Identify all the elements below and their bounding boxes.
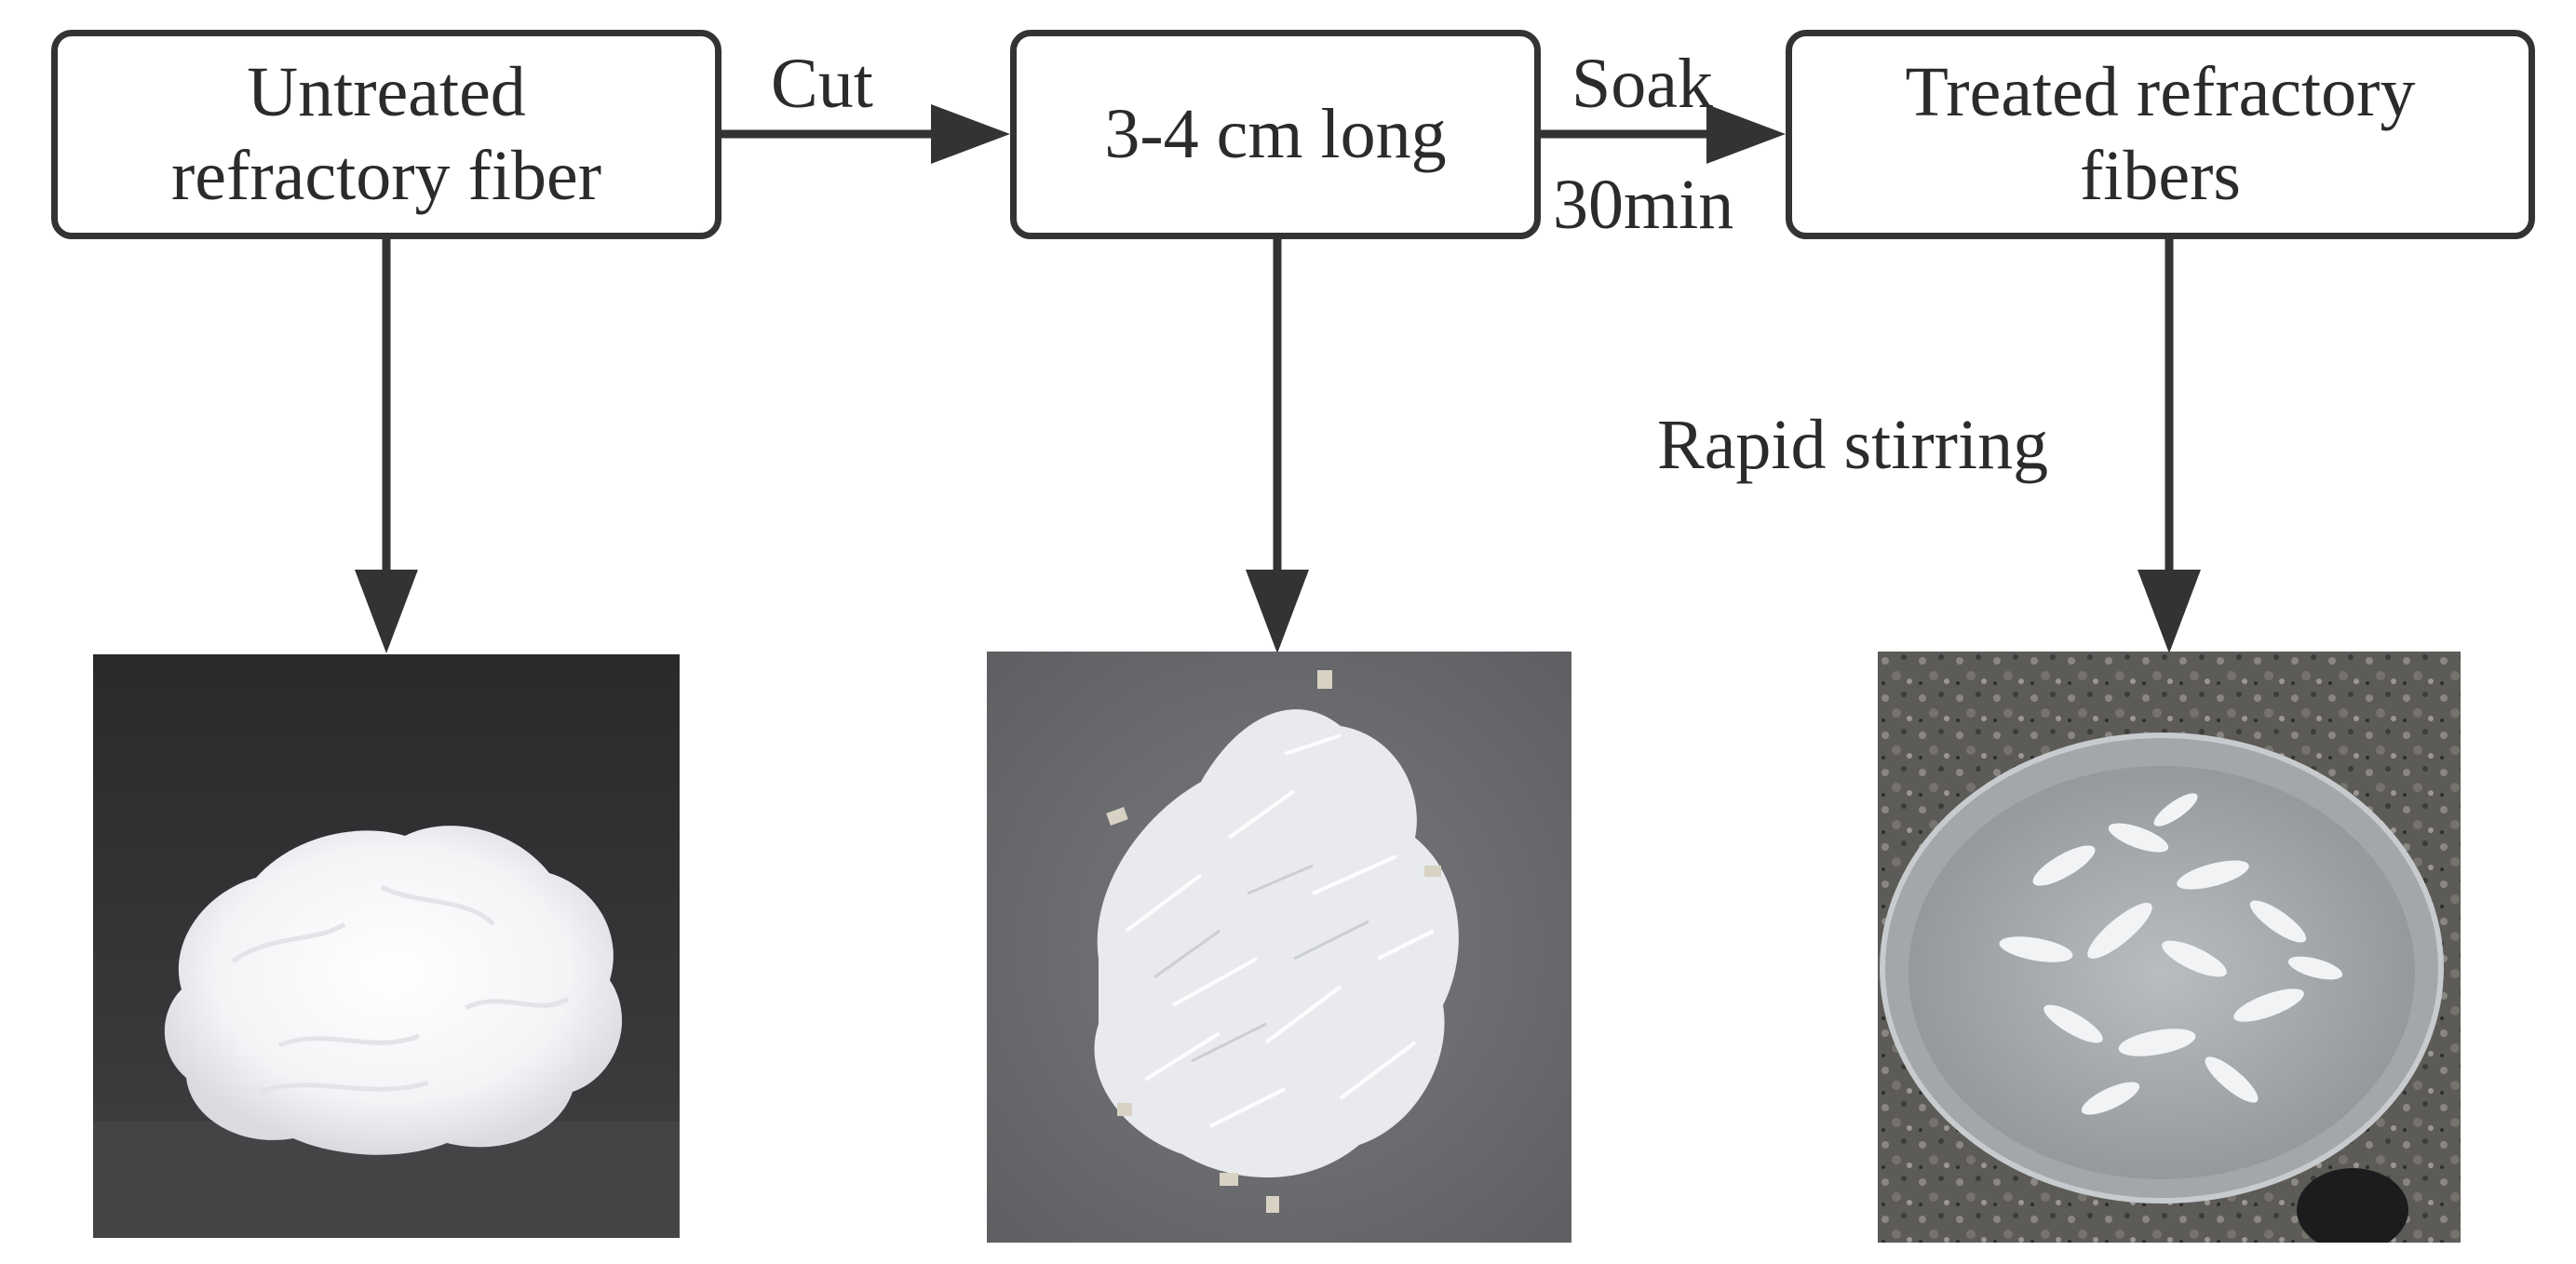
cut-length-line1: 3-4 cm long: [1104, 94, 1447, 173]
arrow-down-2-head: [1246, 570, 1309, 653]
arrow-soak-head: [1706, 104, 1786, 164]
untreated-fiber-box: Untreated refractory fiber: [51, 30, 722, 239]
untreated-fiber-line2: refractory fiber: [170, 136, 601, 215]
treated-fiber-box: Treated refractory fibers: [1786, 30, 2535, 239]
rapid-stirring-label: Rapid stirring: [1657, 406, 2049, 484]
chopped-fiber-photo: [987, 652, 1571, 1243]
arrow-down-1-head: [355, 570, 418, 653]
arrow-cut-head: [931, 104, 1010, 164]
cut-label: Cut: [771, 45, 873, 123]
arrow-down-3-head: [2138, 570, 2201, 653]
soak-label: Soak: [1571, 45, 1713, 123]
treated-fiber-line1: Treated refractory: [1905, 52, 2416, 131]
treated-fiber-photo: [1878, 652, 2461, 1243]
untreated-fiber-line1: Untreated: [247, 52, 526, 131]
treated-fiber-line2: fibers: [2079, 136, 2242, 215]
untreated-fiber-photo: [93, 654, 680, 1238]
cut-length-box: 3-4 cm long: [1010, 30, 1541, 239]
soak-time-label: 30min: [1553, 166, 1734, 244]
